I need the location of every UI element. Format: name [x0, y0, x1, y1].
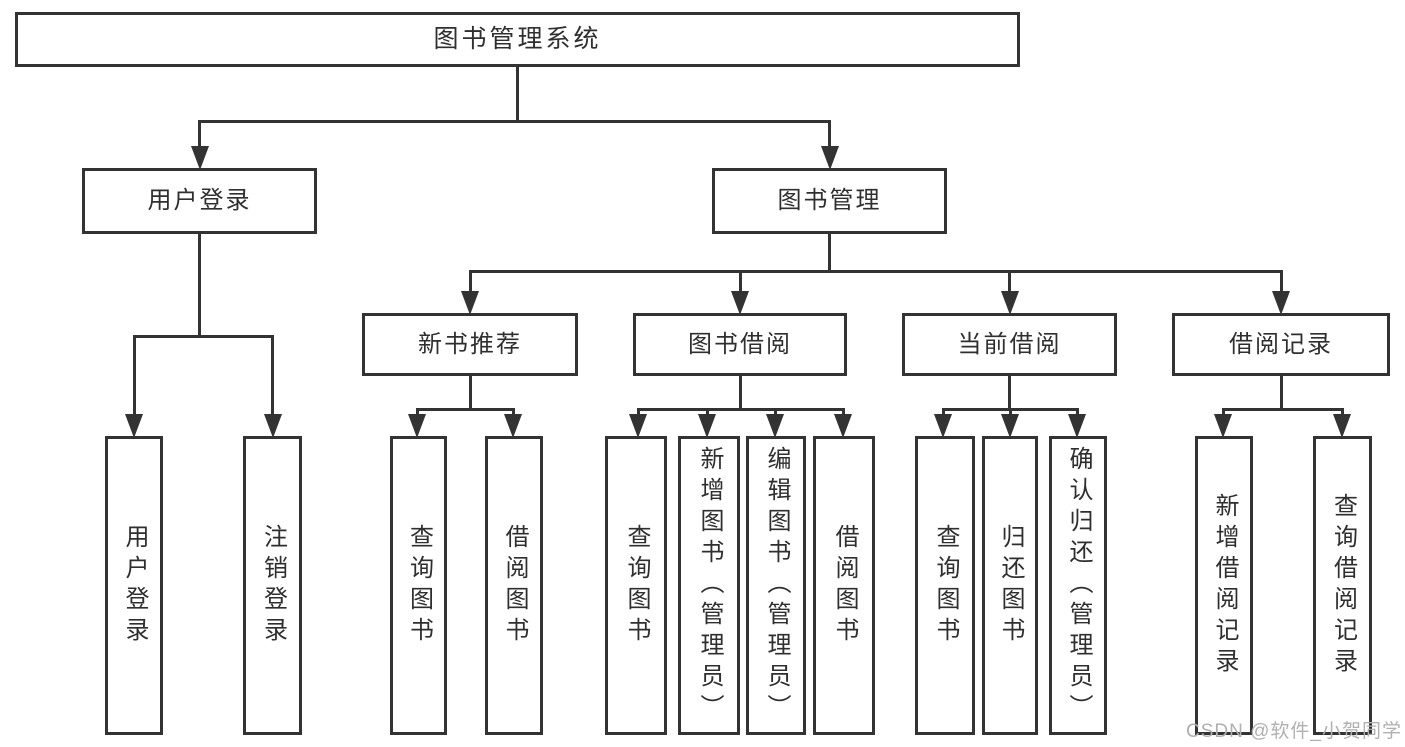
- connector-drop: [1340, 408, 1344, 416]
- connector-drop: [738, 270, 742, 293]
- connector-stem: [516, 65, 519, 123]
- connector-bar: [468, 270, 1283, 273]
- connector-bar: [636, 408, 845, 411]
- node-label: 借阅图书: [501, 523, 528, 648]
- arrowhead-down-icon: [263, 414, 282, 438]
- connector-bar: [1221, 408, 1344, 411]
- node-label: 图书管理: [777, 187, 882, 214]
- node-label: 图书借阅: [688, 330, 792, 358]
- arrowhead-down-icon: [190, 146, 209, 170]
- connector-drop: [1221, 408, 1225, 416]
- node-root: 图书管理系统: [15, 12, 1020, 67]
- connector-stem: [468, 374, 472, 411]
- arrowhead-down-icon: [1333, 414, 1351, 438]
- arrowhead-down-icon: [1272, 291, 1290, 315]
- node-leaf-records-query-record: 查询借阅记录: [1313, 436, 1372, 735]
- arrowhead-down-icon: [1068, 414, 1086, 438]
- node-label: 新增图书（管理员）: [696, 446, 723, 725]
- node-user-login: 用户登录: [82, 168, 317, 234]
- node-book-borrow: 图书借阅: [633, 313, 847, 376]
- arrowhead-down-icon: [698, 414, 716, 438]
- node-leaf-borrow-borrow-books: 借阅图书: [813, 436, 875, 735]
- node-leaf-user-login: 用户登录: [105, 436, 163, 735]
- node-new-book-recommend: 新书推荐: [362, 313, 578, 376]
- node-leaf-borrow-edit-books: 编辑图书（管理员）: [746, 436, 806, 735]
- node-book-management: 图书管理: [712, 168, 947, 234]
- connector-drop: [511, 408, 515, 416]
- connector-stem: [738, 374, 742, 411]
- connector-drop: [636, 408, 640, 416]
- connector-bar: [415, 408, 515, 411]
- node-leaf-borrow-query-books: 查询图书: [605, 436, 667, 735]
- node-label: 用户登录: [121, 523, 148, 648]
- node-leaf-current-query-books: 查询图书: [915, 436, 975, 735]
- connector-drop: [941, 408, 945, 416]
- connector-stem: [1008, 374, 1011, 411]
- connector-drop: [468, 270, 472, 293]
- connector-drop: [1008, 270, 1011, 293]
- node-label: 新增借阅记录: [1211, 492, 1238, 679]
- node-label: 确认归还（管理员）: [1065, 446, 1092, 725]
- connector-bar: [198, 120, 831, 123]
- node-label: 借阅图书: [831, 523, 858, 648]
- node-borrow-records: 借阅记录: [1172, 313, 1390, 376]
- node-label: 查询图书: [623, 523, 650, 648]
- arrowhead-down-icon: [834, 414, 852, 438]
- connector-drop: [1075, 408, 1079, 416]
- arrowhead-down-icon: [1001, 414, 1019, 438]
- node-leaf-logout: 注销登录: [243, 436, 302, 735]
- connector-drop: [132, 335, 136, 416]
- arrowhead-down-icon: [1214, 414, 1232, 438]
- node-current-borrow: 当前借阅: [902, 313, 1117, 376]
- connector-drop: [773, 408, 777, 416]
- node-label: 查询图书: [932, 523, 959, 648]
- node-leaf-recommend-query-books: 查询图书: [390, 436, 447, 735]
- node-label: 查询图书: [405, 523, 433, 648]
- connector-drop: [705, 408, 709, 416]
- node-leaf-recommend-borrow-books: 借阅图书: [485, 436, 543, 735]
- connector-drop: [198, 120, 201, 148]
- arrowhead-down-icon: [1000, 291, 1019, 315]
- node-label: 编辑图书（管理员）: [763, 446, 790, 725]
- arrowhead-down-icon: [731, 291, 749, 315]
- node-leaf-records-add-record: 新增借阅记录: [1195, 436, 1253, 735]
- connector-stem: [1279, 374, 1283, 411]
- arrowhead-down-icon: [504, 414, 522, 438]
- connector-drop: [415, 408, 419, 416]
- arrowhead-down-icon: [408, 414, 426, 438]
- node-leaf-current-confirm-return: 确认归还（管理员）: [1049, 436, 1107, 735]
- node-label: 归还图书: [997, 523, 1024, 648]
- arrowhead-down-icon: [934, 414, 952, 438]
- connector-drop: [1008, 408, 1012, 416]
- arrowhead-down-icon: [820, 146, 839, 170]
- connector-drop: [271, 335, 274, 416]
- csdn-watermark: CSDN @软件_小贺同学: [1186, 721, 1402, 742]
- node-label: 图书管理系统: [433, 25, 602, 53]
- connector-bar: [132, 335, 274, 338]
- connector-drop: [828, 120, 831, 148]
- connector-drop: [841, 408, 845, 416]
- node-label: 查询借阅记录: [1329, 492, 1357, 679]
- node-label: 当前借阅: [957, 330, 1062, 358]
- node-label: 新书推荐: [418, 330, 522, 358]
- arrowhead-down-icon: [766, 414, 784, 438]
- arrowhead-down-icon: [629, 414, 647, 438]
- node-label: 用户登录: [147, 187, 252, 214]
- node-label: 注销登录: [259, 523, 287, 648]
- arrowhead-down-icon: [125, 414, 143, 438]
- connector-drop: [1279, 270, 1283, 293]
- arrowhead-down-icon: [461, 291, 479, 315]
- node-label: 借阅记录: [1229, 330, 1333, 358]
- node-leaf-current-return-books: 归还图书: [982, 436, 1038, 735]
- node-leaf-borrow-add-books: 新增图书（管理员）: [678, 436, 740, 735]
- connector-stem: [828, 232, 831, 273]
- connector-stem: [198, 232, 201, 338]
